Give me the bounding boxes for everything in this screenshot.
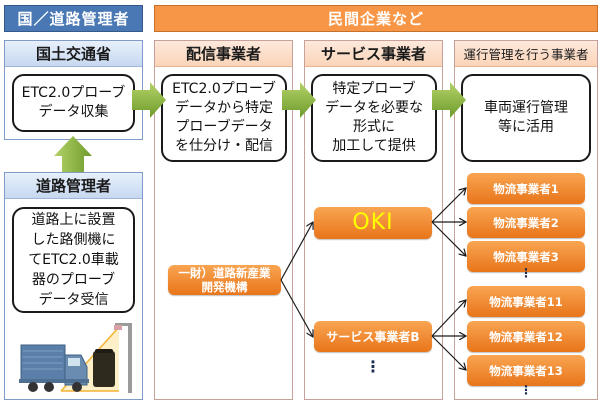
org-box-road-industry-institute: 一財）道路新産業 開発機構 [168, 265, 281, 295]
roadside-antenna-icon [114, 325, 122, 330]
logistics-operator-1: 物流事業者1 [467, 173, 585, 204]
road-admin-column: 道路管理者 道路上に設置 した路側機に てETC2.0車載 器のプローブ データ… [4, 172, 143, 400]
operators-box: 車両運行管理 等に活用 [461, 74, 591, 162]
logistics-operator-2: 物流事業者2 [467, 207, 585, 238]
service-column: サービス事業者 特定プローブ データを必要な 形式に 加工して提供 OKI サー… [304, 40, 443, 400]
distributor-column: 配信事業者 ETC2.0プローブ データから特定 プローブデータ を仕分け・配信… [154, 40, 293, 400]
green-arrow-distributor-to-service [282, 82, 316, 118]
operators-ellipsis-b: ⋮ [520, 383, 532, 397]
green-arrow-road-admin-to-mlit [54, 136, 92, 172]
logistics-operator-11: 物流事業者11 [467, 286, 585, 317]
service-title: サービス事業者 [305, 41, 442, 67]
road-admin-box: 道路上に設置 した路側機に てETC2.0車載 器のプローブ データ受信 [12, 207, 135, 313]
provider-b: サービス事業者B [314, 321, 432, 352]
arrow-org-to-oki [280, 222, 313, 281]
mlit-title: 国土交通省 [5, 41, 142, 67]
pole-icon [128, 323, 132, 393]
road-admin-title: 道路管理者 [5, 173, 142, 199]
operators-title: 運行管理を行う事業者 [455, 41, 597, 67]
government-banner: 国／道路管理者 [4, 5, 143, 32]
distributor-title: 配信事業者 [155, 41, 292, 67]
arrow-b-to-op11 [431, 300, 466, 337]
arrow-oki-to-op3 [431, 221, 466, 256]
onboard-unit-icon [93, 349, 115, 387]
distributor-box: ETC2.0プローブ データから特定 プローブデータ を仕分け・配信 [161, 74, 287, 162]
logistics-operator-12: 物流事業者12 [467, 321, 585, 352]
operators-ellipsis-a: ⋮ [520, 266, 532, 280]
truck-icon [19, 344, 89, 392]
mlit-probe-collection-box: ETC2.0プローブ データ収集 [12, 74, 135, 132]
truck-roadside-unit-illustration [19, 323, 132, 393]
green-arrow-mlit-to-distributor [132, 82, 166, 118]
arrow-oki-to-op1 [431, 188, 466, 223]
arrow-b-to-op13 [431, 335, 466, 370]
green-arrow-service-to-operators [432, 82, 466, 118]
provider-oki: OKI [314, 207, 432, 239]
service-box: 特定プローブ データを必要な 形式に 加工して提供 [311, 74, 437, 162]
logistics-operator-13: 物流事業者13 [467, 355, 585, 386]
provider-ellipsis: ⋮ [365, 357, 381, 376]
mlit-column: 国土交通省 ETC2.0プローブ データ収集 [4, 40, 143, 140]
arrow-org-to-provider-b [280, 279, 313, 337]
logistics-operator-3: 物流事業者3 [467, 241, 585, 272]
operators-column: 運行管理を行う事業者 車両運行管理 等に活用 物流事業者1 物流事業者2 物流事… [454, 40, 598, 400]
private-sector-banner: 民間企業など [154, 5, 598, 32]
